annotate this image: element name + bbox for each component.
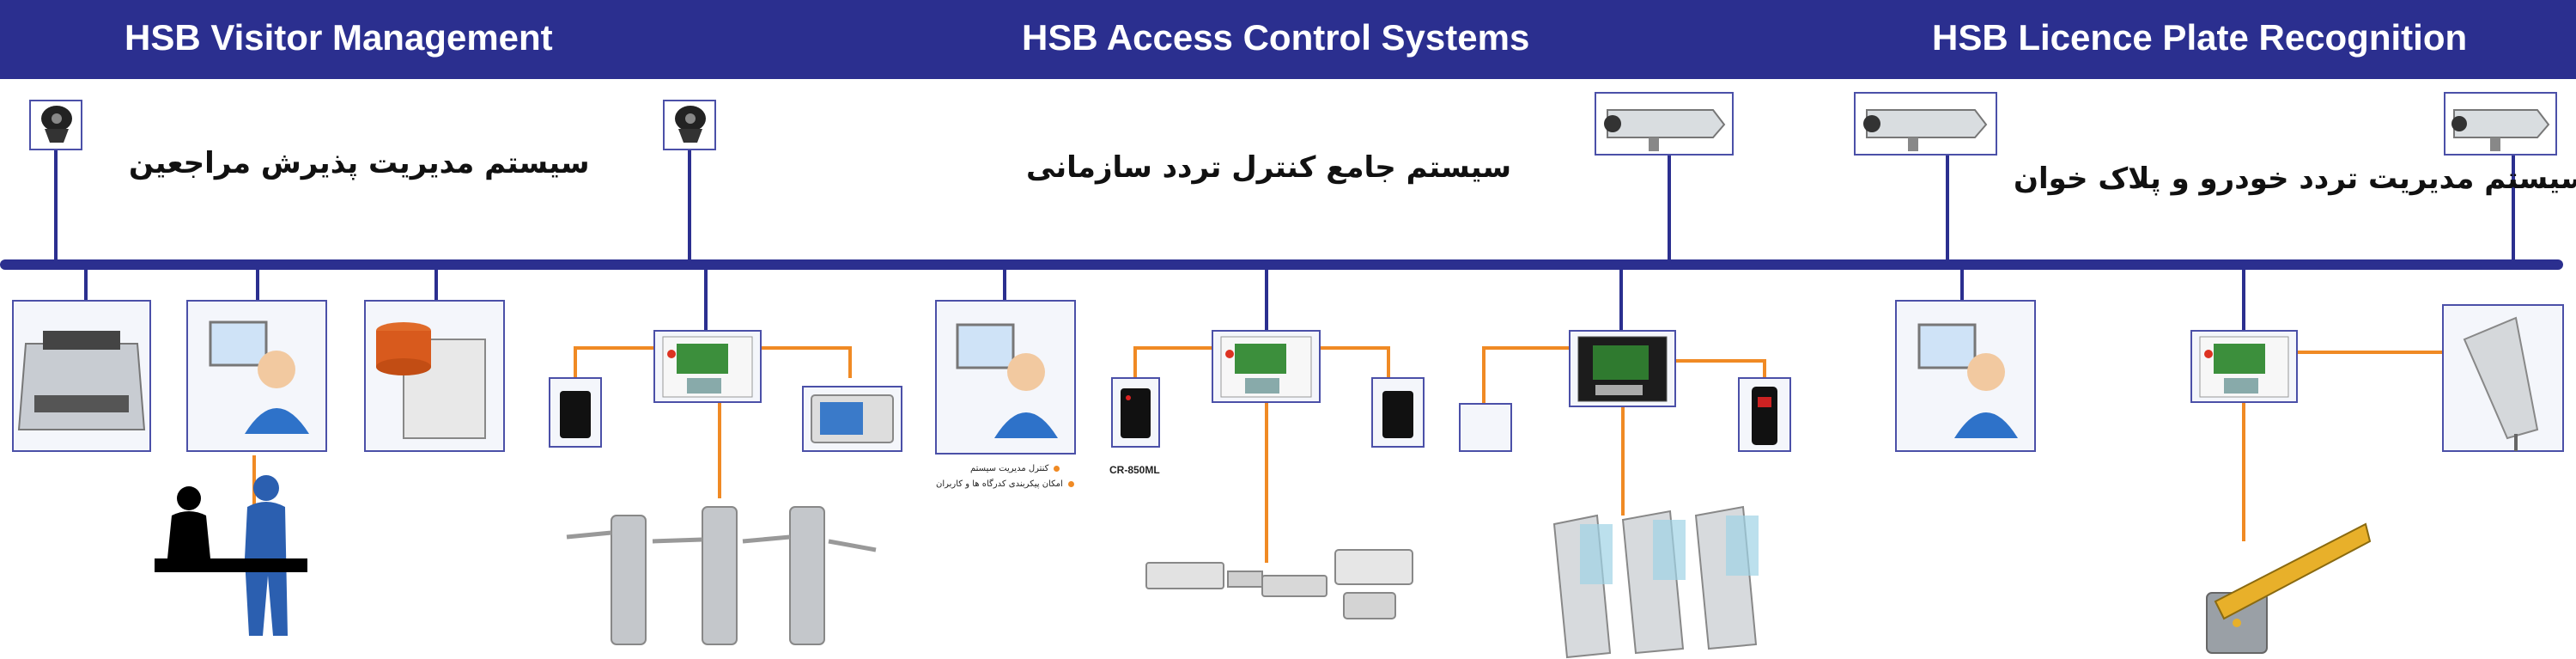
network-bus xyxy=(0,259,2563,270)
tripod-turnstile-icon xyxy=(566,506,877,645)
webcam-icon xyxy=(663,100,716,150)
access-controller-panel-icon xyxy=(1212,330,1321,403)
card-reader-icon xyxy=(549,377,602,448)
time-attendance-terminal-icon xyxy=(802,386,902,452)
cctv-camera-icon xyxy=(1854,92,1997,156)
reader-model-label: CR-850ML xyxy=(1109,464,1160,476)
lpr-persian-label: سیستم مدیریت تردد خودرو و پلاک خوان xyxy=(2014,162,2576,196)
empty-device-box xyxy=(1459,403,1512,452)
operator-workstation-icon xyxy=(186,300,327,452)
note-system-management: کنترل مدیریت سیستم xyxy=(970,464,1060,473)
access-controller-panel-icon xyxy=(2190,330,2298,403)
camera-drop-lines xyxy=(54,148,2515,259)
webcam-icon xyxy=(29,100,82,150)
electric-bolt-lock-icon xyxy=(1334,549,1413,619)
visitor-management-title: HSB Visitor Management xyxy=(125,17,553,58)
operator-workstation-icon xyxy=(1895,300,2036,452)
operator-workstation-icon xyxy=(935,300,1076,455)
card-reader-icon xyxy=(1111,377,1160,448)
magnetic-lock-icon xyxy=(1145,562,1263,589)
licence-plate-recognition-title: HSB Licence Plate Recognition xyxy=(1932,17,2468,58)
fingerprint-reader-icon xyxy=(1738,377,1791,452)
parking-barrier-icon xyxy=(2206,522,2372,654)
reception-desk-icon xyxy=(155,475,307,636)
device-drop-lines xyxy=(84,270,2245,333)
long-range-reader-icon xyxy=(2442,304,2564,452)
access-control-persian-label: سیستم جامع کنترل تردد سازمانی xyxy=(1026,150,1512,185)
bullet-icon xyxy=(1054,465,1060,472)
cctv-camera-icon xyxy=(2444,92,2557,156)
header-banner: HSB Visitor Management HSB Access Contro… xyxy=(0,0,2576,79)
database-server-icon xyxy=(364,300,505,452)
visitor-management-persian-label: سیستم مدیریت پذیرش مراجعین xyxy=(129,146,590,180)
electric-strike-icon xyxy=(1261,575,1327,597)
access-control-title: HSB Access Control Systems xyxy=(1022,17,1530,58)
access-controller-panel-icon xyxy=(1569,330,1676,407)
note-gate-configuration: امکان پیکربندی کدرگاه ها و کاربران xyxy=(936,479,1074,489)
speed-gate-icon xyxy=(1552,505,1759,659)
card-reader-icon xyxy=(1371,377,1425,448)
card-printer-icon xyxy=(12,300,151,452)
access-controller-panel-icon xyxy=(653,330,762,403)
cctv-camera-icon xyxy=(1595,92,1734,156)
bullet-icon xyxy=(1067,480,1074,487)
